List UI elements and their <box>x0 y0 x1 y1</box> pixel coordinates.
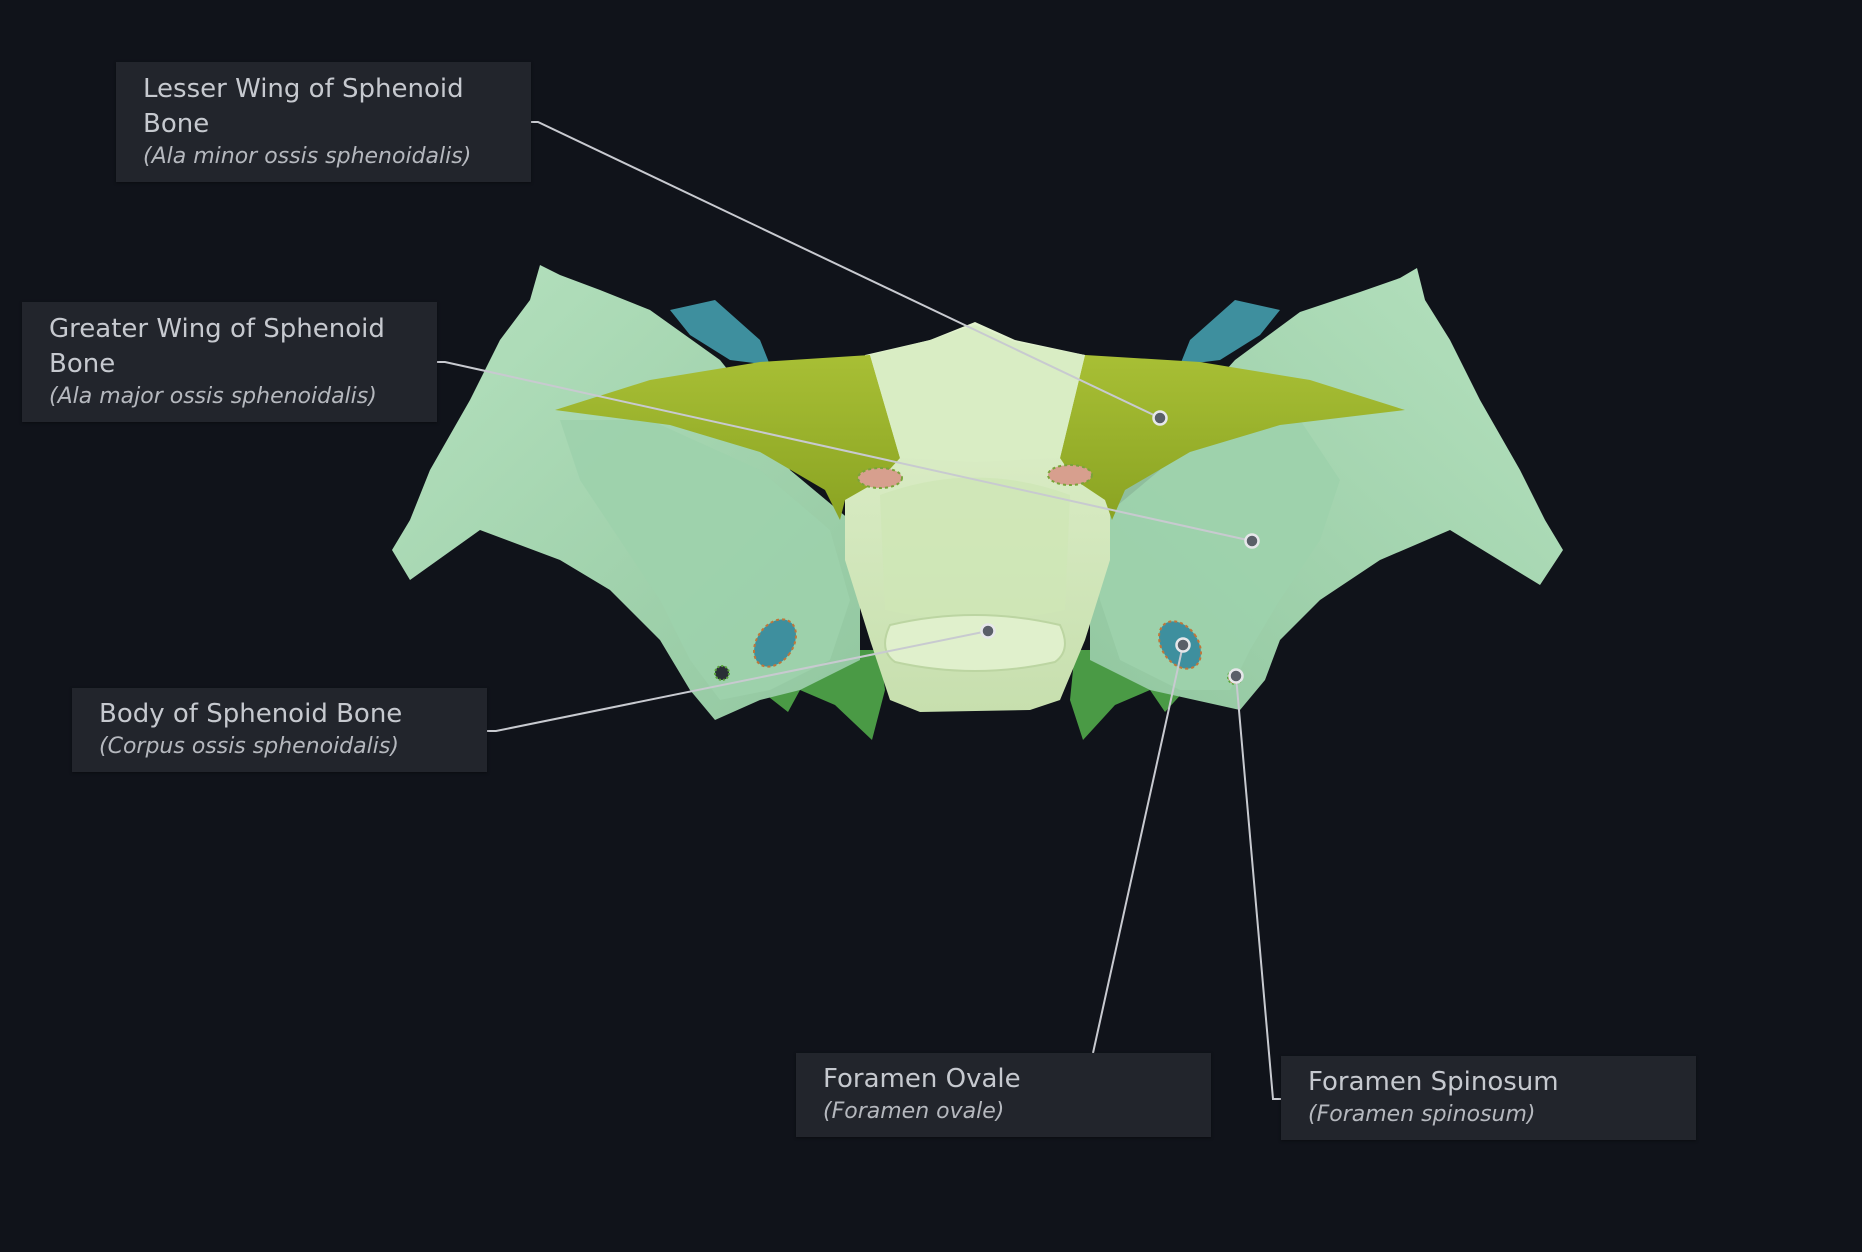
label-foramen-ovale[interactable]: Foramen Ovale (Foramen ovale) <box>796 1053 1211 1137</box>
label-title: Greater Wing of Sphenoid Bone <box>49 314 385 379</box>
pin-body[interactable] <box>980 623 996 639</box>
leader-line-greater-wing <box>437 361 1253 542</box>
leader-line-foramen-ovale <box>1092 644 1184 1054</box>
label-foramen-spinosum[interactable]: Foramen Spinosum (Foramen spinosum) <box>1281 1056 1696 1140</box>
label-latin-name: (Ala minor ossis sphenoidalis) <box>143 144 472 169</box>
pin-lesser-wing[interactable] <box>1152 410 1168 426</box>
optic-canal-left <box>857 467 903 489</box>
pin-greater-wing[interactable] <box>1244 533 1260 549</box>
lesser-wing-right <box>1060 355 1405 520</box>
dorsum-sellae <box>884 614 1066 672</box>
label-title: Foramen Ovale <box>823 1064 1021 1094</box>
label-latin-name: (Corpus ossis sphenoidalis) <box>99 734 399 759</box>
label-latin-name: (Foramen ovale) <box>823 1099 1005 1124</box>
leader-line-body <box>487 630 989 732</box>
label-latin-name: (Ala major ossis sphenoidalis) <box>49 384 377 409</box>
foramen-ovale-left <box>753 618 797 668</box>
label-latin-name: (Foramen spinosum) <box>1308 1102 1536 1127</box>
foramen-spinosum-left <box>714 665 730 681</box>
leader-line-lesser-wing <box>531 121 1161 419</box>
label-greater-wing[interactable]: Greater Wing of Sphenoid Bone (Ala major… <box>22 302 437 422</box>
lesser-wing-left <box>555 355 900 520</box>
label-title: Body of Sphenoid Bone <box>99 699 403 729</box>
greater-wing-right-inner <box>1090 420 1340 690</box>
optic-canal-right <box>1047 464 1093 486</box>
pin-foramen-spinosum[interactable] <box>1228 668 1244 684</box>
superior-orbital-fissure-left <box>670 300 770 365</box>
sella-turcica <box>880 477 1070 620</box>
planum-sphenoidale <box>870 325 1085 462</box>
label-title: Foramen Spinosum <box>1308 1067 1559 1097</box>
label-body[interactable]: Body of Sphenoid Bone (Corpus ossis sphe… <box>72 688 487 772</box>
label-lesser-wing[interactable]: Lesser Wing of Sphenoid Bone (Ala minor … <box>116 62 531 182</box>
pin-foramen-ovale[interactable] <box>1175 637 1191 653</box>
leader-line-foramen-spinosum <box>1235 675 1281 1100</box>
superior-orbital-fissure-right <box>1180 300 1280 365</box>
label-title: Lesser Wing of Sphenoid Bone <box>143 74 464 139</box>
